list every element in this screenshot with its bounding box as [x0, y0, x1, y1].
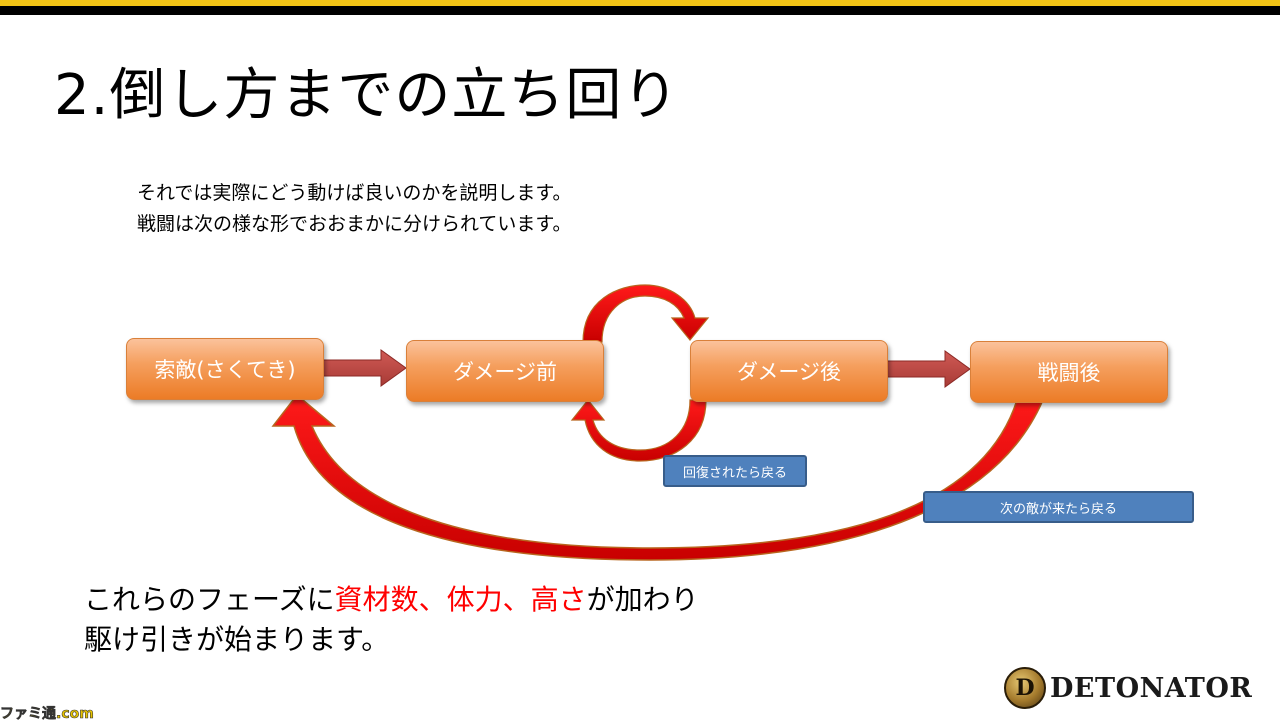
- summary-highlight: 資材数、体力、高さ: [334, 583, 587, 616]
- logo-text: DETONATOR: [1050, 672, 1253, 704]
- logo-mark: D: [1015, 675, 1035, 701]
- note-loop: 回復されたら戻る: [663, 455, 807, 487]
- intro-line-1: それでは実際にどう動けば良いのかを説明します。: [137, 182, 572, 204]
- phase-search: 索敵(さくてき): [126, 338, 324, 400]
- summary-line-1-pre: これらのフェーズに: [84, 583, 335, 616]
- phase-post-damage: ダメージ後: [690, 340, 888, 402]
- loop-arrow-back: [570, 399, 707, 462]
- arrow-postdamage-to-afterbattle: [885, 350, 971, 388]
- famitsu-watermark: ファミ通.com: [0, 706, 94, 723]
- summary-text: これらのフェーズに資材数、体力、高さが加わり 駆け引きが始まります。: [84, 580, 699, 660]
- note-return: 次の敵が来たら戻る: [923, 491, 1194, 523]
- phase-after-battle: 戦闘後: [970, 341, 1168, 403]
- detonator-emblem-icon: D: [1004, 667, 1046, 709]
- top-accent-stripe: [0, 0, 1280, 6]
- summary-line-1-post: が加わり: [586, 583, 699, 616]
- phase-pre-damage: ダメージ前: [406, 340, 604, 402]
- intro-text: それでは実際にどう動けば良いのかを説明します。 戦闘は次の様な形でおおまかに分け…: [137, 178, 572, 240]
- summary-line-2: 駆け引きが始まります。: [84, 623, 390, 656]
- top-black-stripe: [0, 6, 1280, 15]
- loop-arrow-forward: [582, 284, 710, 343]
- intro-line-2: 戦闘は次の様な形でおおまかに分けられています。: [137, 213, 572, 235]
- detonator-logo: D DETONATOR: [1004, 667, 1253, 709]
- return-arrow: [271, 393, 1045, 561]
- arrow-search-to-predamage: [321, 349, 407, 387]
- summary-line-1: これらのフェーズに資材数、体力、高さが加わり: [84, 580, 699, 620]
- slide-title: 2.倒し方までの立ち回り: [54, 63, 680, 128]
